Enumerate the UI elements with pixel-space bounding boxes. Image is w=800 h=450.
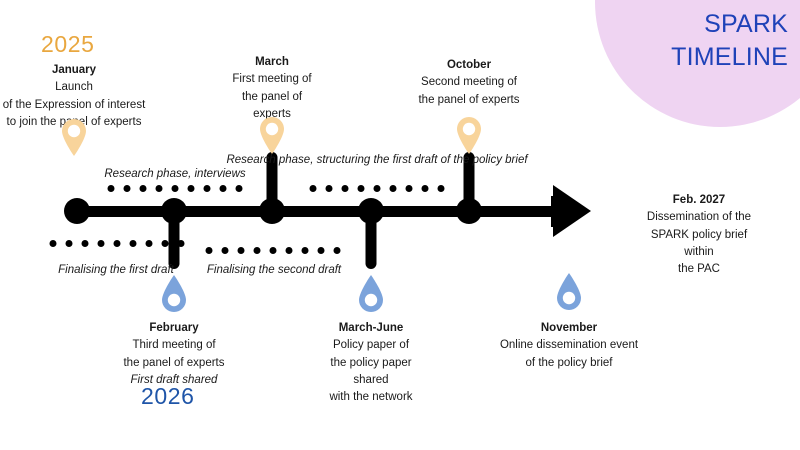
title-line-2: TIMELINE bbox=[671, 43, 788, 71]
event-line: Policy paper of bbox=[332, 339, 410, 352]
event-line: of the policy brief bbox=[525, 356, 613, 369]
timeline-axis bbox=[75, 206, 562, 217]
dots-research-structuring bbox=[309, 185, 445, 192]
event-line: the panel of bbox=[241, 90, 303, 103]
water-drop-icon bbox=[356, 274, 386, 314]
event-line: the panel of experts bbox=[123, 356, 225, 369]
phase-caption-research-interviews: Research phase, interviews bbox=[104, 168, 246, 180]
timeline-node-january[interactable] bbox=[64, 198, 90, 224]
event-title-november: November bbox=[540, 322, 598, 334]
event-line: with the network bbox=[329, 391, 413, 403]
event-line-italic: First draft shared bbox=[130, 373, 218, 386]
pin-icon bbox=[257, 115, 287, 155]
event-line: Online dissemination event bbox=[499, 339, 639, 352]
event-endpoint-feb-2027[interactable]: Feb. 2027 Dissemination of the SPARK pol… bbox=[604, 192, 794, 278]
event-october[interactable]: October Second meeting of the panel of e… bbox=[374, 57, 564, 109]
event-november[interactable]: November Online dissemination event of t… bbox=[474, 320, 664, 372]
event-march-june[interactable]: March-June Policy paper of the policy pa… bbox=[276, 320, 466, 406]
event-line: experts bbox=[253, 107, 291, 120]
phase-caption-finalising-first: Finalising the first draft bbox=[58, 264, 174, 276]
stem-march-up bbox=[266, 152, 278, 212]
event-title-january: January bbox=[51, 64, 97, 76]
event-line: the PAC bbox=[678, 263, 720, 275]
title-line-1: SPARK bbox=[704, 10, 788, 38]
dots-research-interviews bbox=[107, 185, 243, 192]
pin-icon bbox=[454, 115, 484, 155]
stem-october-up bbox=[463, 152, 475, 212]
event-march[interactable]: March First meeting of the panel of expe… bbox=[177, 54, 367, 123]
water-drop-icon bbox=[159, 274, 189, 314]
event-line: of the Expression of interest bbox=[2, 98, 146, 111]
phase-caption-research-structuring: Research phase, structuring the first dr… bbox=[226, 152, 527, 169]
event-line: Second meeting of bbox=[421, 76, 517, 89]
event-line: SPARK policy brief bbox=[650, 228, 748, 241]
dots-finalising-second bbox=[205, 247, 341, 254]
event-line: Dissemination of the bbox=[646, 211, 752, 224]
event-title-february: February bbox=[149, 322, 199, 334]
pin-icon bbox=[59, 117, 89, 157]
phase-caption-finalising-second: Finalising the second draft bbox=[206, 264, 342, 276]
event-line: shared bbox=[353, 373, 389, 386]
stem-february-down bbox=[168, 211, 180, 269]
page-title: SPARK TIMELINE bbox=[568, 8, 788, 74]
event-line: First meeting of bbox=[232, 73, 312, 86]
event-title-october: October bbox=[446, 59, 492, 71]
phase-line-1: Research phase, structuring the bbox=[226, 154, 390, 166]
stem-marchjune-down bbox=[365, 211, 377, 269]
year-label-2026: 2026 bbox=[141, 383, 195, 409]
timeline-arrow-head bbox=[553, 185, 591, 237]
event-title-march: March bbox=[255, 56, 289, 68]
event-line: Launch bbox=[55, 81, 93, 94]
event-line: Third meeting of bbox=[132, 339, 216, 352]
event-february[interactable]: February Third meeting of the panel of e… bbox=[79, 320, 269, 389]
event-line: within bbox=[684, 245, 714, 258]
event-line: the policy paper bbox=[330, 356, 412, 369]
water-drop-icon bbox=[554, 272, 584, 312]
dots-finalising-first bbox=[49, 240, 185, 247]
event-title-feb-2027: Feb. 2027 bbox=[672, 194, 726, 206]
event-january[interactable]: January Launch of the Expression of inte… bbox=[0, 62, 169, 131]
year-label-2025: 2025 bbox=[41, 31, 95, 57]
event-title-march-june: March-June bbox=[338, 322, 404, 334]
event-line: the panel of experts bbox=[418, 93, 520, 106]
phase-line-2: first draft of the policy brief bbox=[392, 154, 528, 166]
